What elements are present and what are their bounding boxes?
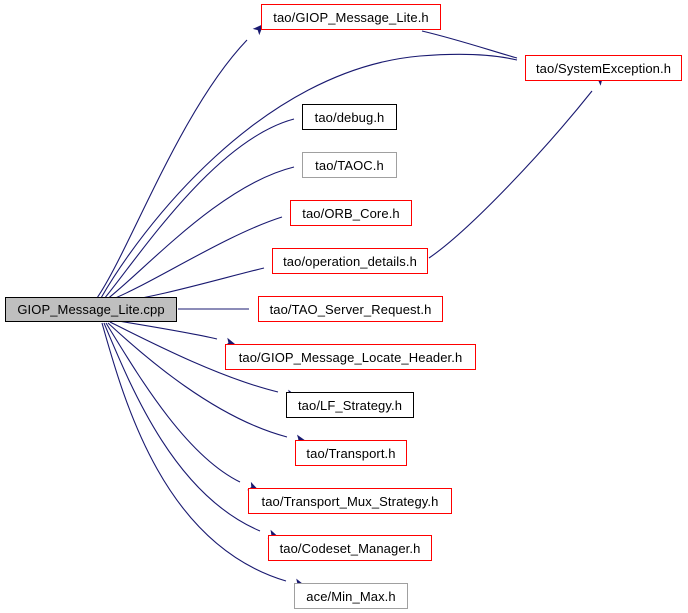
graph-node-operation_details_h[interactable]: tao/operation_details.h: [272, 248, 428, 274]
graph-node-transport_h[interactable]: tao/Transport.h: [295, 440, 407, 466]
graph-node-codeset_manager_h[interactable]: tao/Codeset_Manager.h: [268, 535, 432, 561]
graph-edge-root-to-giop_message_locate_header_h: [111, 319, 237, 347]
graph-node-min_max_h[interactable]: ace/Min_Max.h: [294, 583, 408, 609]
graph-node-label: tao/Codeset_Manager.h: [279, 540, 421, 556]
graph-node-label: tao/TAO_Server_Request.h: [269, 301, 432, 317]
graph-edge-giop_message_lite_h-to-system_exception_h: [421, 30, 538, 66]
graph-node-system_exception_h[interactable]: tao/SystemException.h: [525, 55, 682, 81]
graph-node-label: tao/operation_details.h: [283, 253, 417, 269]
graph-edge-root-to-tao_server_request_h: [178, 304, 269, 314]
graph-node-label: tao/GIOP_Message_Lite.h: [273, 9, 429, 25]
graph-node-label: ace/Min_Max.h: [306, 588, 396, 604]
graph-node-taoc_h[interactable]: tao/TAOC.h: [302, 152, 397, 178]
graph-node-label: tao/GIOP_Message_Locate_Header.h: [238, 349, 463, 365]
graph-node-transport_mux_strategy_h[interactable]: tao/Transport_Mux_Strategy.h: [248, 488, 452, 514]
graph-edge-root-to-transport_h: [107, 322, 307, 444]
graph-node-label: tao/debug.h: [314, 109, 385, 125]
graph-node-debug_h[interactable]: tao/debug.h: [302, 104, 397, 130]
arrowhead: [252, 23, 264, 36]
graph-edge-root-to-giop_message_lite_h: [96, 23, 264, 299]
graph-edge-operation_details_h-to-system_exception_h: [428, 74, 604, 259]
graph-node-lf_strategy_h[interactable]: tao/LF_Strategy.h: [286, 392, 414, 418]
graph-node-giop_message_locate_header_h[interactable]: tao/GIOP_Message_Locate_Header.h: [225, 344, 476, 370]
graph-node-label: tao/ORB_Core.h: [302, 205, 400, 221]
graph-node-root[interactable]: GIOP_Message_Lite.cpp: [5, 297, 177, 322]
graph-node-label: GIOP_Message_Lite.cpp: [17, 302, 165, 317]
graph-node-giop_message_lite_h[interactable]: tao/GIOP_Message_Lite.h: [261, 4, 441, 30]
graph-node-label: tao/Transport_Mux_Strategy.h: [261, 493, 439, 509]
graph-node-tao_server_request_h[interactable]: tao/TAO_Server_Request.h: [258, 296, 443, 322]
graph-node-label: tao/SystemException.h: [535, 60, 672, 76]
graph-node-label: tao/LF_Strategy.h: [297, 397, 403, 413]
graph-node-label: tao/Transport.h: [306, 445, 396, 461]
graph-node-label: tao/TAOC.h: [315, 157, 384, 173]
graph-edge-root-to-taoc_h: [105, 160, 314, 301]
graph-node-orb_core_h[interactable]: tao/ORB_Core.h: [290, 200, 412, 226]
